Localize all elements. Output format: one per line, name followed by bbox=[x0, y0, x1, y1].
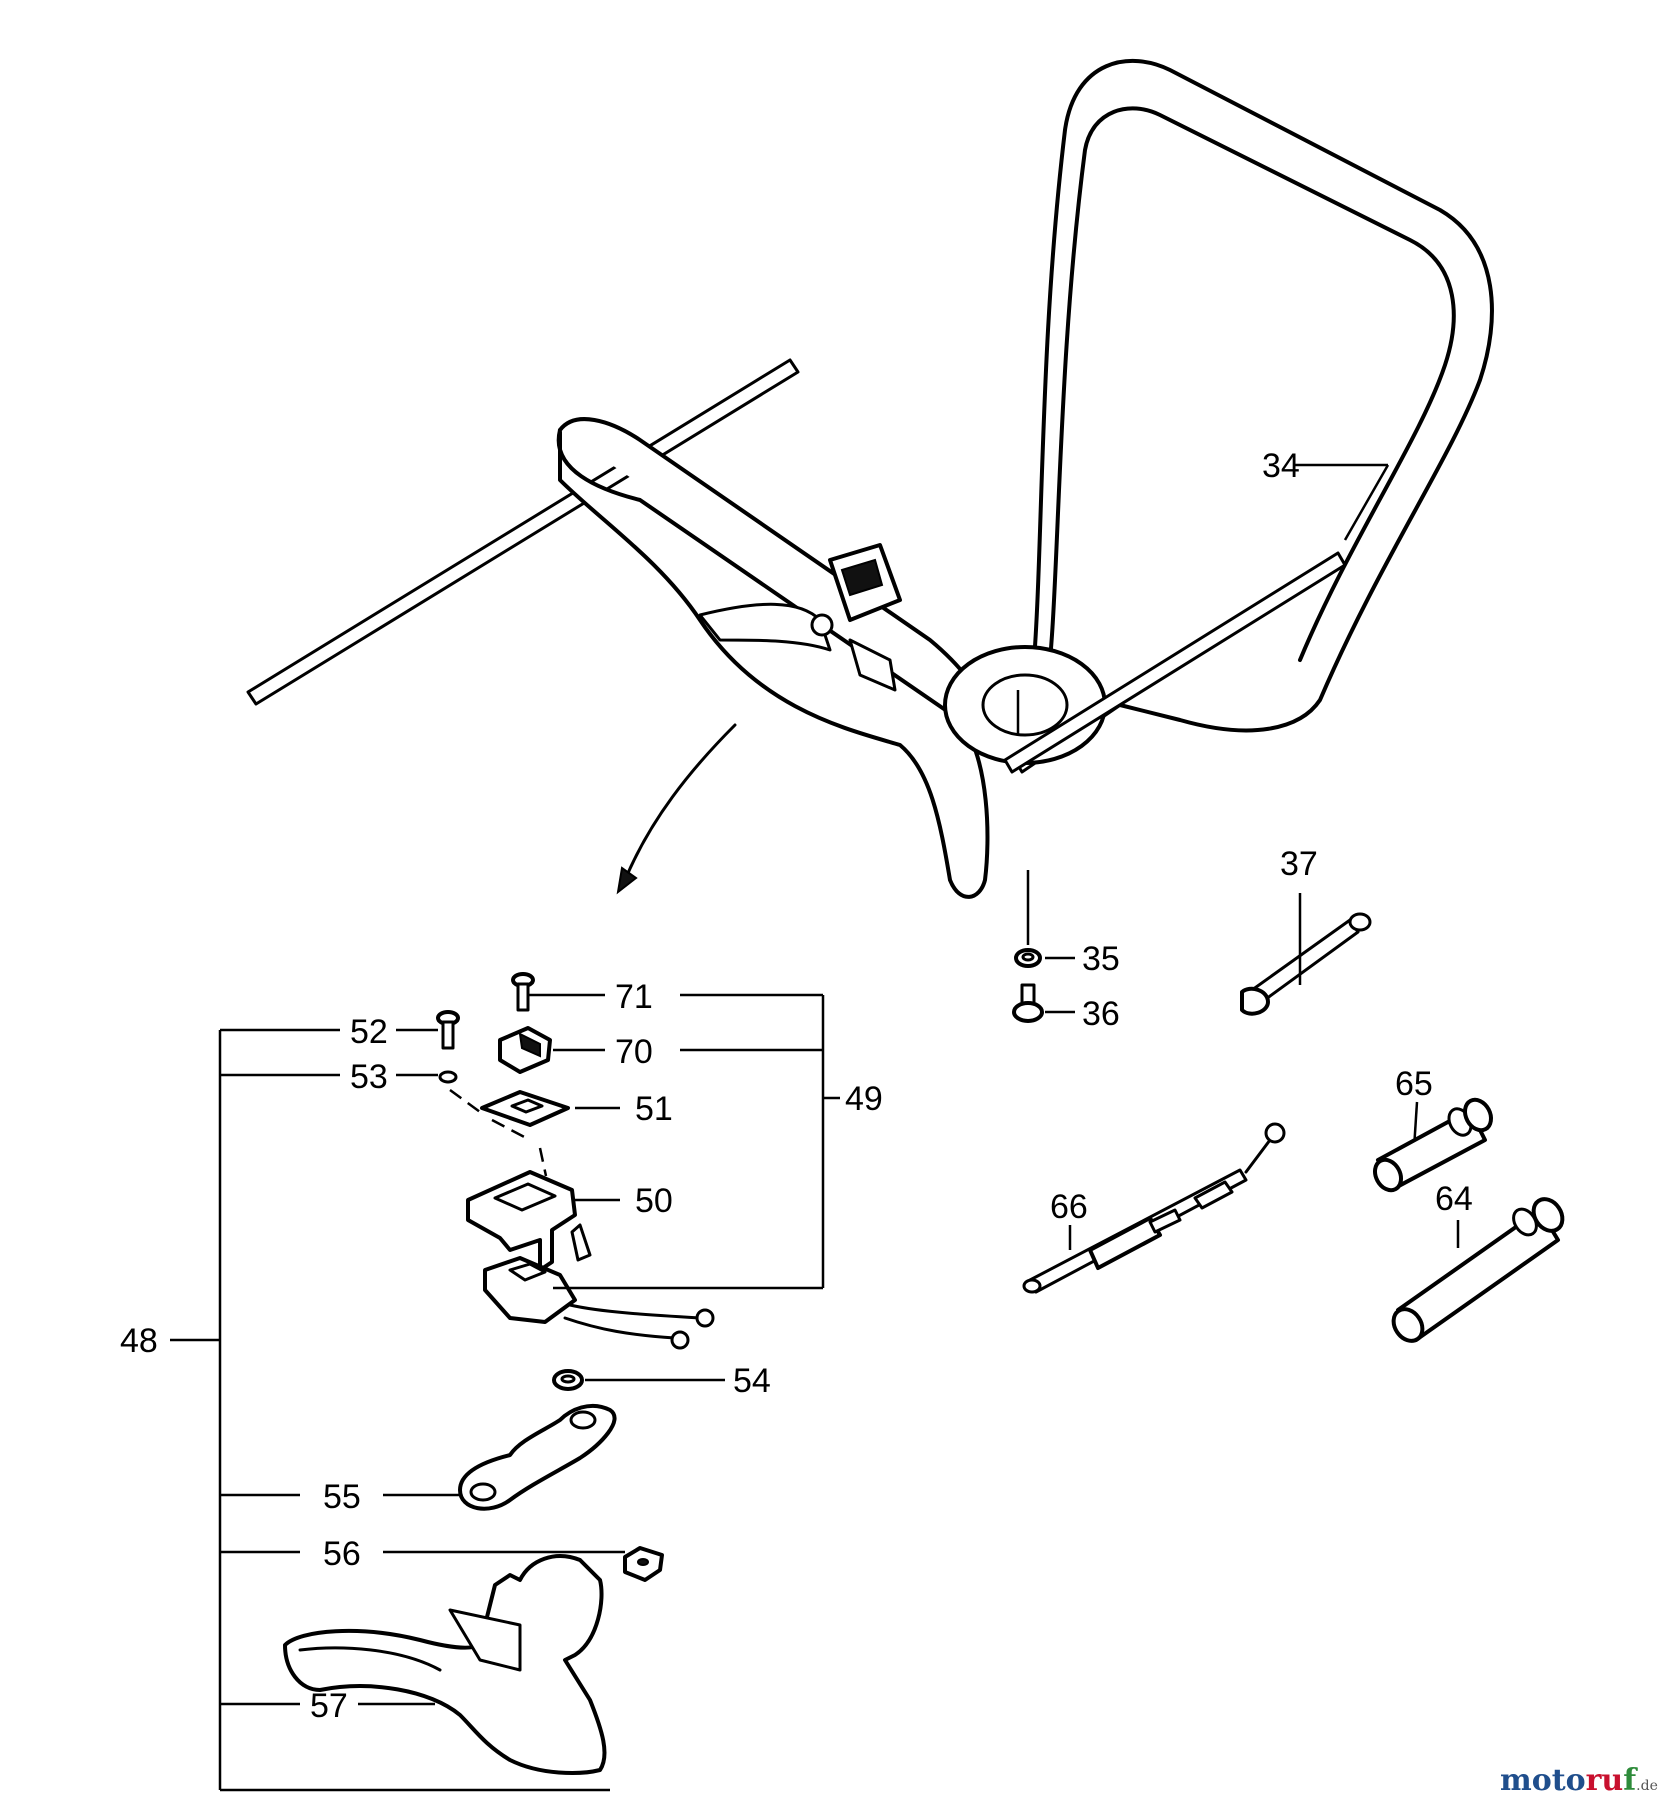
washer-54 bbox=[552, 1369, 584, 1391]
callout-37: 37 bbox=[1280, 845, 1318, 883]
washer-53 bbox=[438, 1070, 458, 1084]
throttle-cable-66 bbox=[1022, 1122, 1286, 1294]
pad-51 bbox=[480, 1090, 570, 1127]
callout-66: 66 bbox=[1050, 1188, 1088, 1226]
screw-36 bbox=[1012, 983, 1044, 1023]
callout-64: 64 bbox=[1435, 1180, 1473, 1218]
callout-51: 51 bbox=[635, 1090, 673, 1128]
callout-49: 49 bbox=[845, 1080, 883, 1118]
callout-56: 56 bbox=[323, 1535, 361, 1573]
leaders-misc bbox=[1045, 463, 1460, 1250]
callout-35: 35 bbox=[1082, 940, 1120, 978]
callout-70: 70 bbox=[615, 1033, 653, 1071]
clamp-55 bbox=[458, 1403, 617, 1511]
svg-text:motoruf.de: motoruf.de bbox=[1500, 1763, 1658, 1798]
callout-50: 50 bbox=[635, 1182, 673, 1220]
callout-36: 36 bbox=[1082, 995, 1120, 1033]
sleeve-65 bbox=[1373, 1097, 1493, 1193]
callout-71: 71 bbox=[615, 978, 653, 1016]
nut-56 bbox=[623, 1546, 664, 1582]
callout-48: 48 bbox=[120, 1322, 158, 1360]
assembly-arrow bbox=[616, 723, 737, 895]
watermark-part2: ru bbox=[1586, 1763, 1624, 1798]
clip-70 bbox=[498, 1026, 552, 1074]
housing-50 bbox=[466, 1170, 592, 1272]
watermark-part1: moto bbox=[1500, 1763, 1586, 1798]
washer-35 bbox=[1014, 948, 1042, 968]
callout-34: 34 bbox=[1262, 447, 1300, 485]
leader-48-bracket bbox=[170, 1028, 725, 1792]
leader-49-bracket bbox=[528, 993, 840, 1290]
watermark-part3: f bbox=[1623, 1763, 1638, 1798]
handlebar-frame bbox=[246, 58, 1494, 899]
bolt-52 bbox=[436, 1010, 460, 1050]
strap-37 bbox=[1240, 912, 1372, 1016]
callout-65: 65 bbox=[1395, 1065, 1433, 1103]
screw-71 bbox=[511, 972, 535, 1012]
throttle-handle-57 bbox=[283, 1554, 607, 1775]
callout-54: 54 bbox=[733, 1362, 771, 1400]
stop-switch bbox=[483, 1256, 715, 1350]
watermark-suffix: .de bbox=[1636, 1778, 1658, 1794]
sleeve-64 bbox=[1391, 1197, 1565, 1343]
watermark-logo: motoruf.de bbox=[1500, 1763, 1658, 1798]
callout-53: 53 bbox=[350, 1058, 388, 1096]
callout-55: 55 bbox=[323, 1478, 361, 1516]
callout-57: 57 bbox=[310, 1687, 348, 1725]
callout-52: 52 bbox=[350, 1013, 388, 1051]
